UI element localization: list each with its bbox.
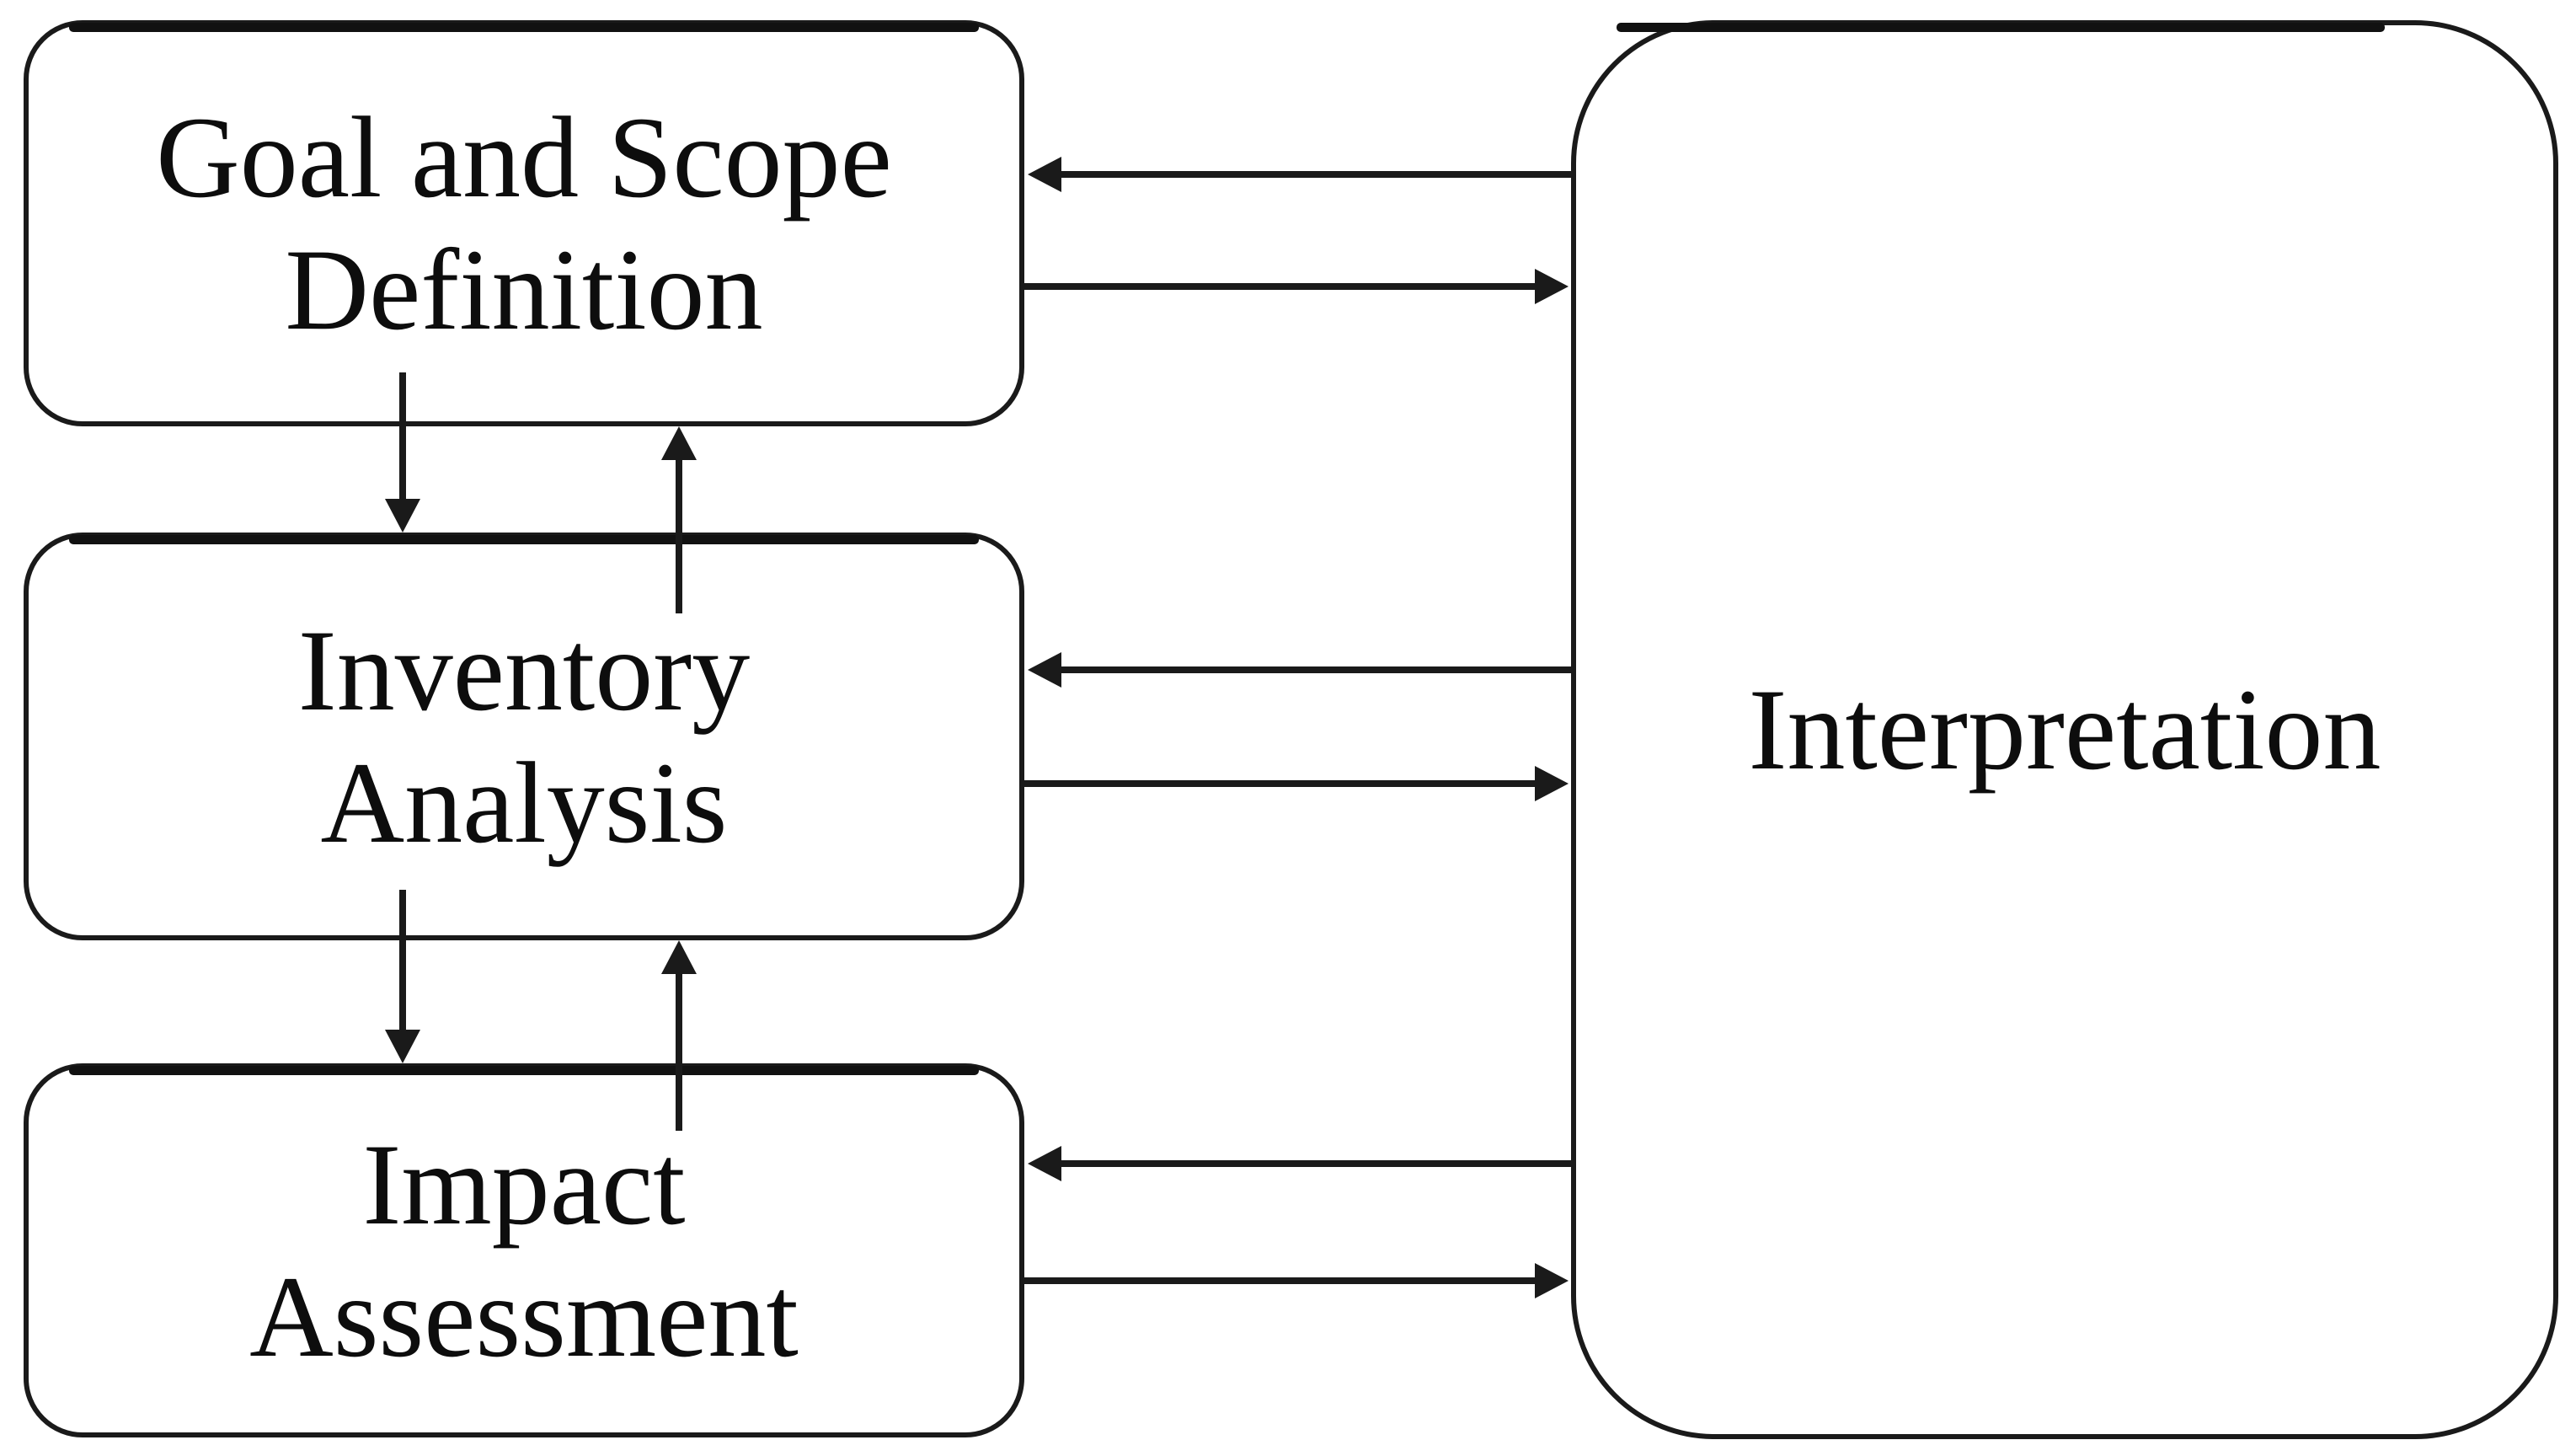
node-goal-and-scope-definition: Goal and Scope Definition [24,20,1024,426]
arrow-interpretation-to-impact [1028,1146,1572,1181]
node-inventory-label-line1: Inventory [297,605,751,735]
node-impact-label-line2: Assessment [249,1252,799,1381]
node-goal-label-line1: Goal and Scope [156,92,892,222]
arrow-inventory-to-interpretation [1024,766,1569,801]
node-inventory-analysis: Inventory Analysis [24,533,1024,940]
node-impact-label-line1: Impact [362,1119,686,1249]
box-top-edge [69,23,979,32]
arrow-goal-to-interpretation [1024,269,1569,304]
box-top-edge [69,1066,979,1075]
node-inventory-label: Inventory Analysis [298,604,751,870]
arrow-interpretation-to-goal [1028,157,1572,192]
arrow-impact-to-interpretation [1024,1263,1569,1298]
node-goal-label: Goal and Scope Definition [156,91,892,356]
box-top-edge [69,535,979,544]
arrow-interpretation-to-inventory [1028,652,1572,688]
node-interpretation-label: Interpretation [1749,663,2381,795]
node-impact-label: Impact Assessment [249,1118,799,1384]
box-top-edge [1617,23,2385,32]
node-interpretation-label-line1: Interpretation [1748,665,2381,795]
node-interpretation: Interpretation [1571,20,2558,1439]
node-goal-label-line2: Definition [285,225,763,354]
node-inventory-label-line2: Analysis [320,738,728,867]
node-impact-assessment: Impact Assessment [24,1063,1024,1437]
